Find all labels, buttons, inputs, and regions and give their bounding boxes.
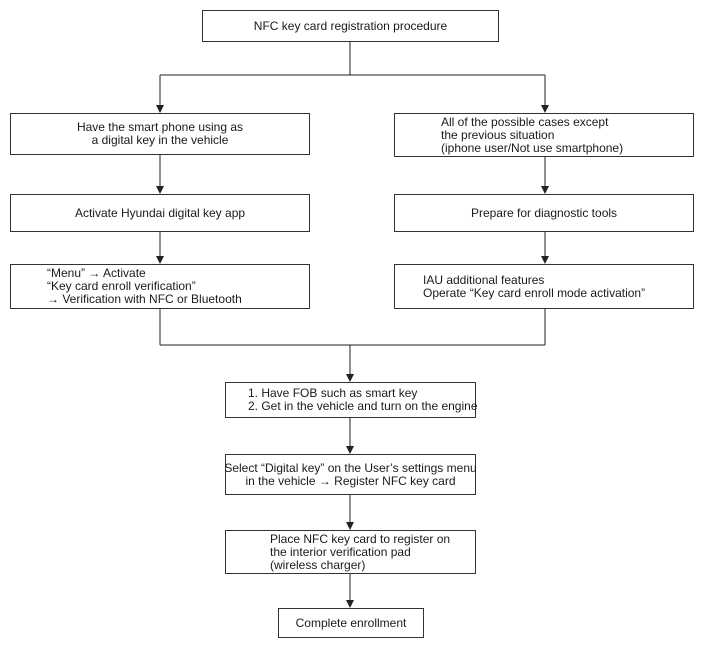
left-step2-line1: Activate Hyundai digital key app (74, 205, 246, 220)
right-step1-line3: (iphone user/Not use smartphone) (441, 140, 624, 155)
left-step3-line3: → Verification with NFC or Bluetooth (47, 292, 242, 306)
merged-step2-line1: Select “Digital key” on the User’s setti… (224, 460, 477, 475)
merged-step1-line1: 1. Have FOB such as smart key (248, 386, 418, 400)
merged-step1-line2: 2. Get in the vehicle and turn on the en… (248, 399, 478, 413)
merged-step3-line3: (wireless charger) (270, 557, 366, 572)
merged-step3-line2: the interior verification pad (270, 544, 411, 559)
right-step3-box: IAU additional features Operate “Key car… (394, 264, 694, 309)
title-text: NFC key card registration procedure (253, 18, 448, 33)
right-step3-line1: IAU additional features (423, 272, 545, 287)
right-step1-box: All of the possible cases except the pre… (394, 113, 694, 157)
right-step2-box: Prepare for diagnostic tools (394, 194, 694, 232)
final-text: Complete enrollment (295, 615, 407, 630)
final-box: Complete enrollment (278, 608, 424, 638)
right-step1-line2: the previous situation (441, 127, 555, 142)
right-step1-line1: All of the possible cases except (441, 114, 609, 129)
left-step2-box: Activate Hyundai digital key app (10, 194, 310, 232)
left-step1-line2: a digital key in the vehicle (91, 133, 229, 147)
left-step1-line1: Have the smart phone using as (76, 120, 244, 134)
left-step1-box: Have the smart phone using as a digital … (10, 113, 310, 155)
right-step2-line1: Prepare for diagnostic tools (470, 205, 618, 220)
merged-step1-box: 1. Have FOB such as smart key 2. Get in … (225, 382, 478, 418)
left-step3-line1: “Menu” → Activate (47, 266, 146, 280)
merged-step3-line1: Place NFC key card to register on (270, 531, 451, 546)
right-step3-line2: Operate “Key card enroll mode activation… (423, 285, 646, 300)
merged-step3-box: Place NFC key card to register on the in… (225, 530, 476, 574)
left-step3-box: “Menu” → Activate “Key card enroll verif… (10, 264, 310, 309)
title-box: NFC key card registration procedure (202, 10, 499, 42)
merged-step2-line2: in the vehicle → Register NFC key card (245, 473, 456, 488)
left-step3-line2: “Key card enroll verification” (47, 279, 196, 293)
merged-step2-box: Select “Digital key” on the User’s setti… (224, 454, 477, 495)
